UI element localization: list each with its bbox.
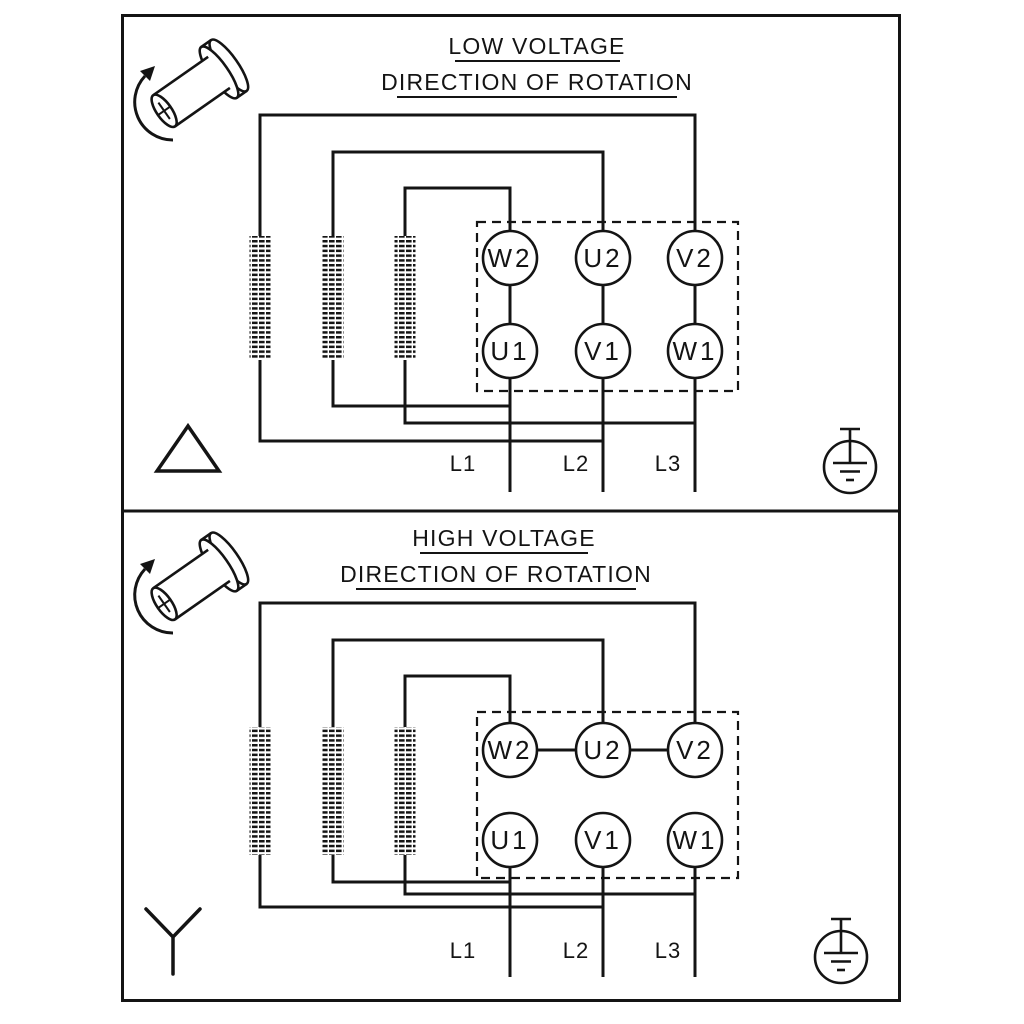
terminal-label: U1 xyxy=(490,336,529,366)
supply-label-l3: L3 xyxy=(655,938,681,963)
wire-segment xyxy=(258,360,603,443)
winding-coil xyxy=(394,236,416,360)
winding-coil xyxy=(249,236,271,360)
wire-segment xyxy=(331,360,510,408)
terminal-label: V2 xyxy=(676,243,714,273)
terminal-u2: U2 xyxy=(574,721,632,779)
wire-segment xyxy=(403,186,512,236)
supply-line-labels: L1 L2 L3 xyxy=(450,451,681,476)
panel-title: HIGH VOLTAGE xyxy=(412,525,596,551)
delta-symbol xyxy=(153,422,223,473)
winding-coil xyxy=(249,727,271,855)
wire-segment xyxy=(403,360,695,425)
wiring xyxy=(258,601,697,977)
terminal-label: V2 xyxy=(676,735,714,765)
terminal-label: V1 xyxy=(584,336,622,366)
low-voltage-panel: LOW VOLTAGE DIRECTION OF ROTATION xyxy=(133,33,878,495)
terminal-v1: V1 xyxy=(574,811,632,869)
terminal-v1: V1 xyxy=(574,322,632,380)
terminal-label: W1 xyxy=(673,825,718,855)
supply-label-l2: L2 xyxy=(563,451,589,476)
supply-label-l1: L1 xyxy=(450,451,476,476)
terminal-label: W2 xyxy=(488,735,533,765)
terminal-label: W2 xyxy=(488,243,533,273)
supply-label-l3: L3 xyxy=(655,451,681,476)
winding-coil xyxy=(322,236,344,360)
terminal-block-outline xyxy=(475,710,740,880)
supply-line-labels: L1 L2 L3 xyxy=(450,938,681,963)
motor-windings xyxy=(249,236,416,360)
wire-segment xyxy=(258,601,697,727)
winding-coil xyxy=(322,727,344,855)
terminal-w1: W1 xyxy=(666,322,724,380)
panel-subtitle: DIRECTION OF ROTATION xyxy=(381,69,693,95)
terminal-block: W2 U2 V2 U1 V1 W1 xyxy=(481,229,724,380)
terminal-label: V1 xyxy=(584,825,622,855)
wire-segment xyxy=(331,855,510,884)
supply-label-l1: L1 xyxy=(450,938,476,963)
star-symbol xyxy=(144,907,202,976)
terminal-w2: W2 xyxy=(481,229,539,287)
motor-windings xyxy=(249,727,416,855)
terminal-label: W1 xyxy=(673,336,718,366)
wiring xyxy=(258,113,697,492)
winding-coil xyxy=(394,727,416,855)
terminal-u2: U2 xyxy=(574,229,632,287)
wire-segment xyxy=(403,855,695,896)
terminal-u1: U1 xyxy=(481,811,539,869)
terminal-w2: W2 xyxy=(481,721,539,779)
supply-label-l2: L2 xyxy=(563,938,589,963)
terminal-label: U2 xyxy=(583,735,622,765)
terminal-v2: V2 xyxy=(666,721,724,779)
terminal-u1: U1 xyxy=(481,322,539,380)
panel-title: LOW VOLTAGE xyxy=(448,33,625,59)
terminal-label: U1 xyxy=(490,825,529,855)
panel-subtitle: DIRECTION OF ROTATION xyxy=(340,561,652,587)
wire-segment xyxy=(258,855,603,909)
terminal-w1: W1 xyxy=(666,811,724,869)
terminal-v2: V2 xyxy=(666,229,724,287)
high-voltage-panel: HIGH VOLTAGE DIRECTION OF ROTATION xyxy=(133,525,869,985)
wire-segment xyxy=(258,113,697,236)
wire-segment xyxy=(331,638,605,727)
terminal-label: U2 xyxy=(583,243,622,273)
terminal-block-outline xyxy=(475,220,740,393)
terminal-block: W2 U2 V2 U1 V1 W1 xyxy=(481,721,724,869)
wire-segment xyxy=(331,150,605,236)
wire-segment xyxy=(403,674,512,727)
outer-border xyxy=(121,14,901,1002)
